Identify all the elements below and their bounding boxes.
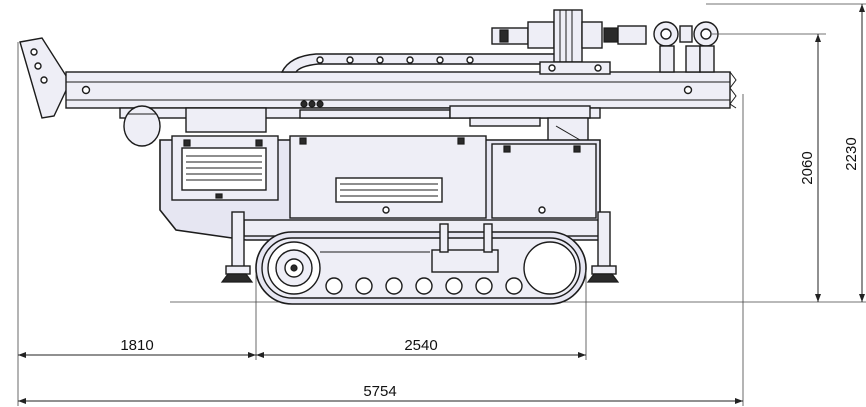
- dimension-track-length: 2540: [256, 270, 587, 360]
- outrigger-jack-front: [220, 211, 254, 283]
- dimension-label-overall-length: 5754: [363, 383, 396, 400]
- outrigger-jack-rear: [586, 211, 620, 283]
- dimension-label-track-length: 2540: [404, 337, 437, 354]
- dimension-label-height-lower: 2060: [799, 151, 816, 184]
- dimension-overall-length: 5754: [18, 94, 744, 406]
- rotary-head: [491, 9, 647, 75]
- dimension-front-overhang: 1810: [17, 42, 257, 406]
- dimension-height-lower: 2060: [712, 33, 826, 302]
- crawler-track: [255, 223, 587, 305]
- power-pack-body: [159, 135, 601, 241]
- hose-carrier-chain: [280, 53, 561, 73]
- dimension-height-upper: 2230: [706, 3, 866, 302]
- flushing-swivel: [653, 21, 719, 73]
- mast: [19, 37, 737, 119]
- dimension-label-front-overhang: 1810: [120, 337, 153, 354]
- dimension-label-height-upper: 2230: [843, 137, 860, 170]
